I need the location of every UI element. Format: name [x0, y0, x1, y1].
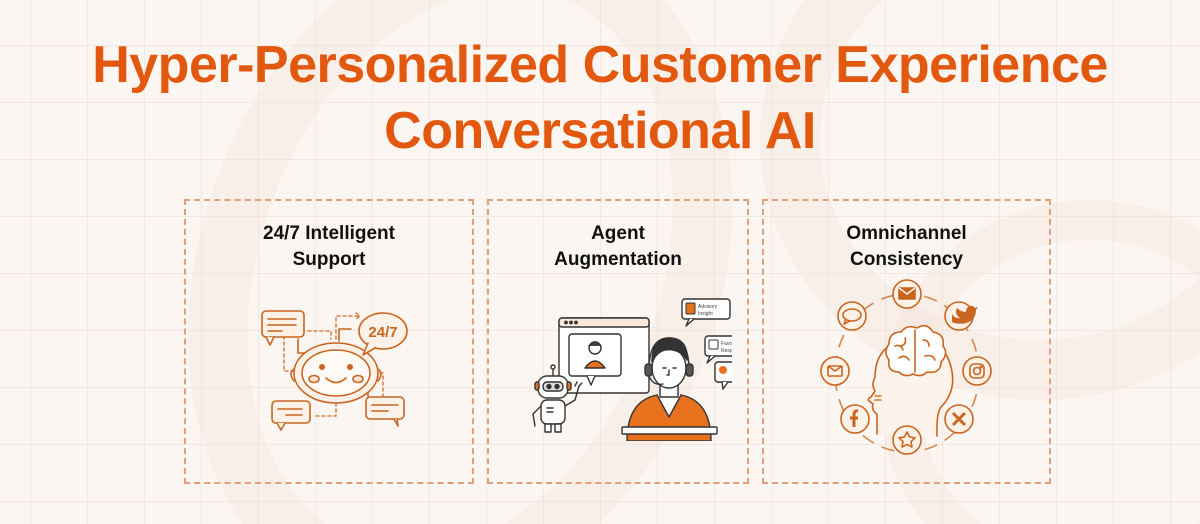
svg-text:Advisory: Advisory: [698, 304, 718, 310]
svg-text:Favorite: Favorite: [721, 341, 732, 347]
card-title: Omnichannel Consistency: [846, 223, 967, 270]
star-icon: [892, 425, 922, 455]
card-title: 24/7 Intelligent Support: [263, 223, 395, 270]
svg-text:Insight: Insight: [698, 311, 713, 317]
page-title: Hyper-Personalized Customer Experience C…: [0, 32, 1200, 164]
omnichannel-brain-illustration-icon: [820, 279, 992, 455]
svg-text:24/7: 24/7: [368, 324, 397, 341]
feature-card-agent-augmentation: Agent Augmentation: [487, 199, 749, 484]
card-title: Agent Augmentation: [554, 223, 682, 270]
feature-card-omnichannel: Omnichannel Consistency: [762, 199, 1051, 484]
instagram-icon: [962, 356, 992, 386]
chatbot-illustration-icon: 24/7: [261, 310, 408, 431]
feature-card-24-7-support: 24/7 Intelligent Support: [184, 199, 474, 484]
chat-icon: [837, 301, 867, 331]
svg-text:Respon.: Respon.: [721, 348, 732, 354]
title-line-1: Hyper-Personalized Customer Experience: [92, 36, 1108, 94]
title-line-2: Conversational AI: [384, 102, 816, 160]
